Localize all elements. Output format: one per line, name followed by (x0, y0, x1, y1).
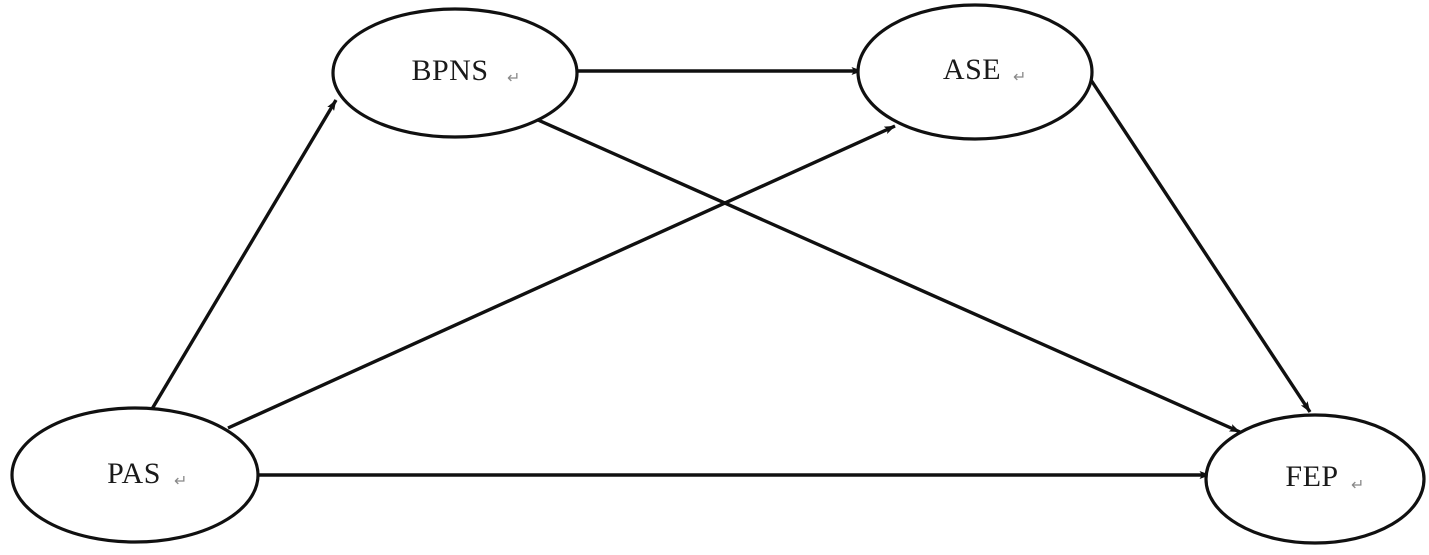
node-ase-label: ASE (943, 53, 1001, 86)
node-fep-label: FEP (1285, 460, 1338, 493)
node-fep-cr-mark: ↵ (1351, 477, 1364, 494)
node-pas-ellipse[interactable] (10, 406, 260, 544)
node-pas[interactable]: PAS ↵ (10, 406, 260, 544)
node-bpns[interactable]: BPNS ↵ (331, 7, 579, 139)
edge-ase-to-fep[interactable] (1087, 76, 1312, 413)
node-pas-label: PAS (107, 457, 161, 490)
node-pas-cr-mark: ↵ (174, 473, 187, 490)
node-bpns-ellipse[interactable] (331, 7, 579, 139)
node-bpns-cr-mark: ↵ (507, 70, 520, 87)
edge-pas-to-ase[interactable] (227, 124, 896, 430)
node-ase-ellipse[interactable] (856, 3, 1094, 141)
node-fep[interactable]: FEP ↵ (1204, 413, 1426, 545)
node-ase[interactable]: ASE ↵ (856, 3, 1094, 141)
node-ase-cr-mark: ↵ (1013, 69, 1026, 86)
edge-pas-to-bpns[interactable] (150, 99, 338, 410)
edge-group (150, 67, 1312, 479)
node-fep-ellipse[interactable] (1204, 413, 1426, 545)
edge-bpns-to-fep[interactable] (537, 118, 1241, 434)
node-bpns-label: BPNS (411, 54, 488, 87)
